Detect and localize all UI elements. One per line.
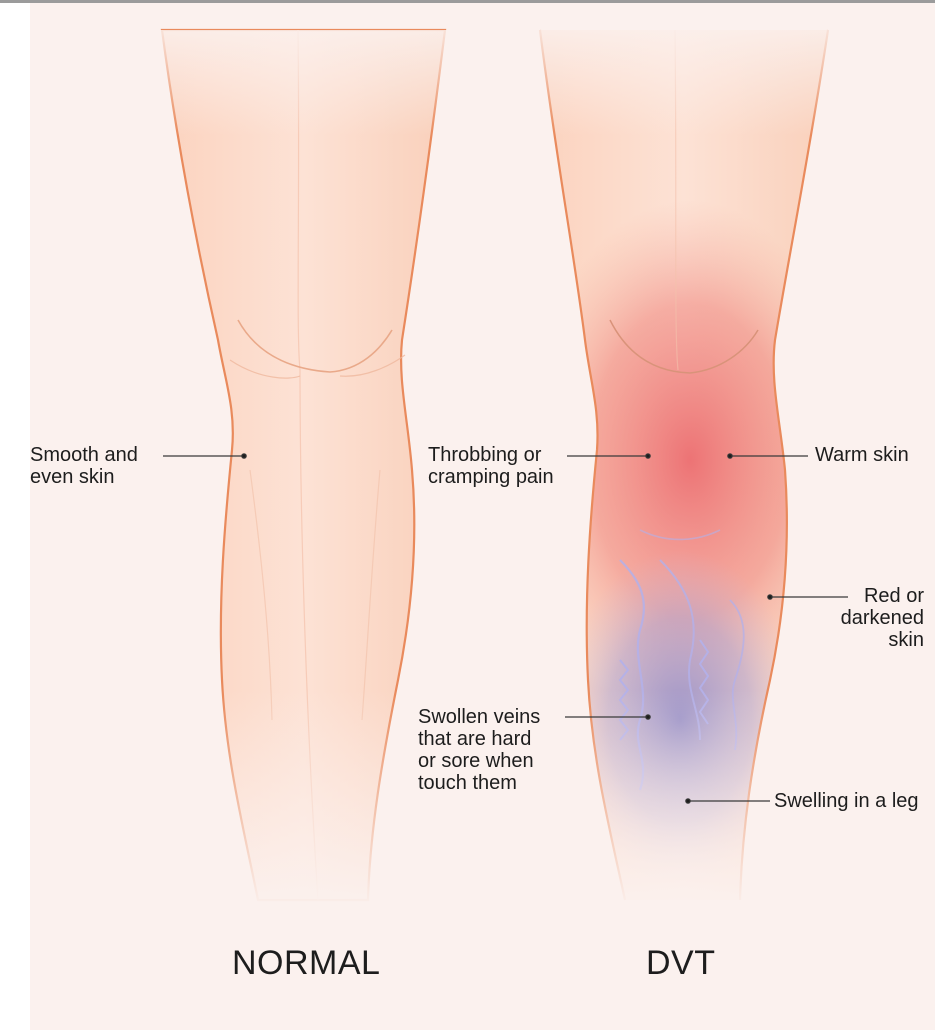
label-throbbing-pain: Throbbing or cramping pain [428, 444, 554, 488]
label-swollen-veins: Swollen veins that are hard or sore when… [418, 706, 540, 794]
label-warm-skin: Warm skin [815, 444, 909, 466]
dvt-leg [520, 30, 855, 910]
label-swelling: Swelling in a leg [774, 790, 935, 812]
label-red-skin: Red or darkened skin [800, 585, 924, 651]
caption-normal: NORMAL [232, 944, 380, 983]
label-smooth-skin: Smooth and even skin [30, 444, 138, 488]
caption-dvt: DVT [646, 944, 716, 983]
